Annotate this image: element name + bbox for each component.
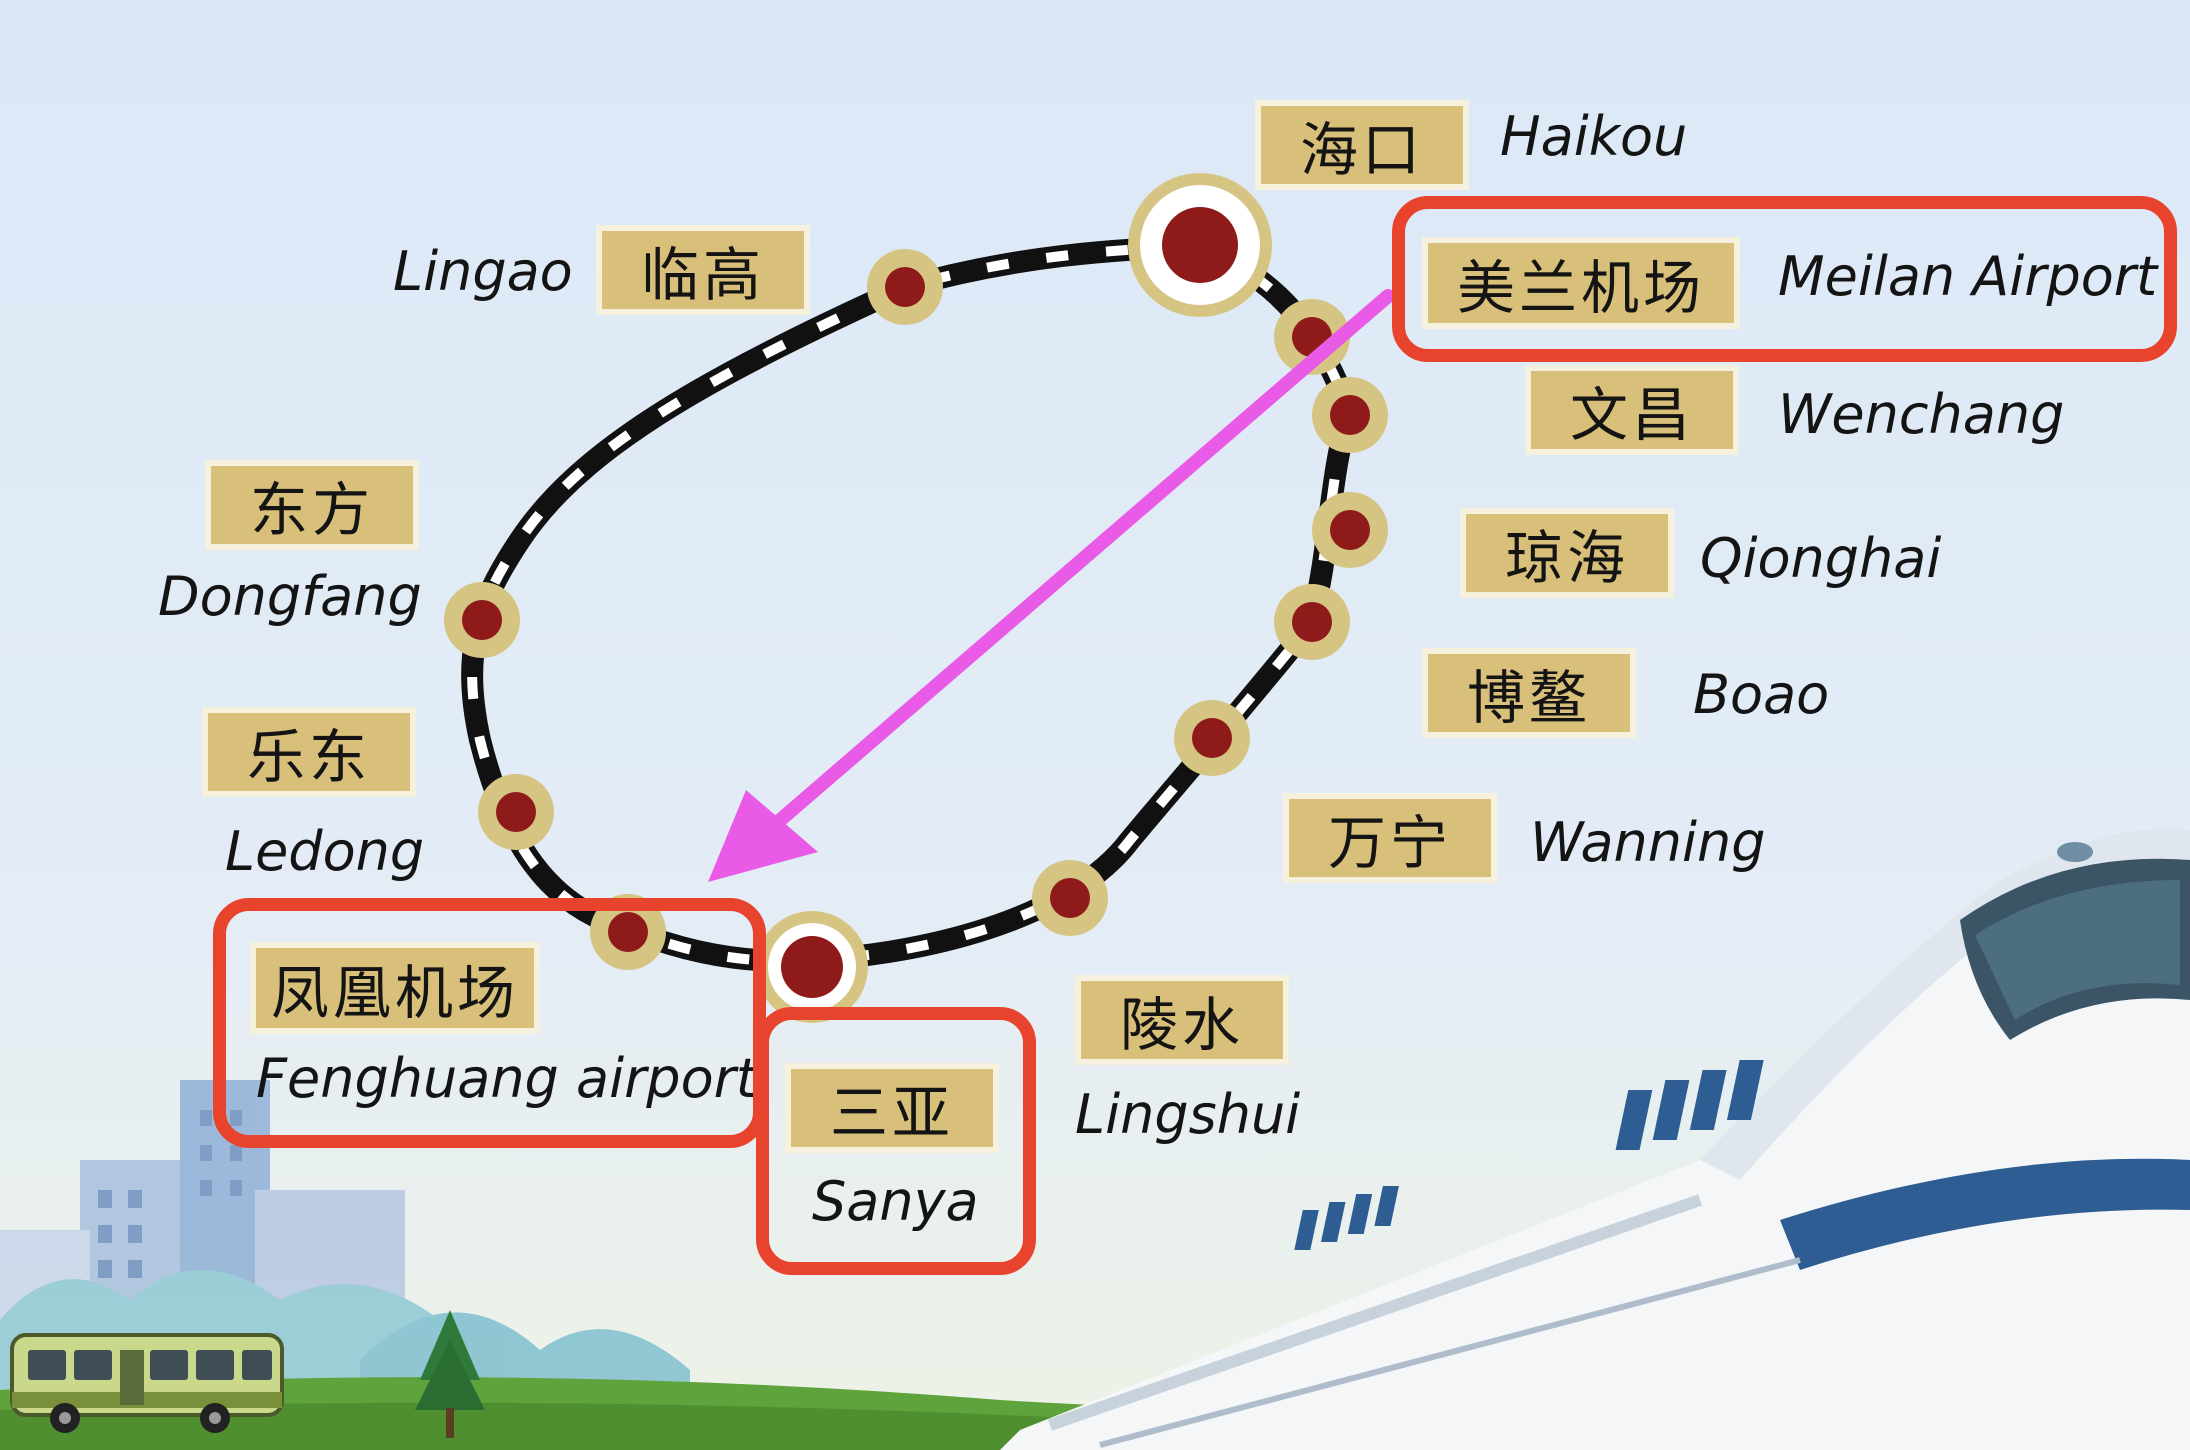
station-zh-fenghuang: 凤凰机场 <box>250 942 540 1034</box>
station-en-ledong: Ledong <box>225 820 425 883</box>
station-node-boao[interactable] <box>1274 584 1350 660</box>
station-en-fenghuang: Fenghuang airport <box>256 1047 757 1110</box>
station-en-wanning: Wanning <box>1530 811 1766 874</box>
station-zh-wenchang: 文昌 <box>1525 365 1739 455</box>
station-zh-lingao: 临高 <box>596 225 810 315</box>
train-illustration <box>1000 828 2190 1450</box>
station-en-haikou: Haikou <box>1500 105 1688 168</box>
station-en-boao: Boao <box>1693 663 1830 726</box>
station-en-meilan: Meilan Airport <box>1778 245 2158 308</box>
station-en-lingshui: Lingshui <box>1075 1083 1301 1146</box>
station-node-lingao[interactable] <box>867 249 943 325</box>
station-node-dongfang[interactable] <box>444 582 520 658</box>
station-en-sanya: Sanya <box>812 1170 979 1233</box>
station-en-qionghai: Qionghai <box>1700 527 1942 590</box>
station-node-qionghai[interactable] <box>1312 492 1388 568</box>
station-node-lingshui[interactable] <box>1032 860 1108 936</box>
station-zh-boao: 博鳌 <box>1422 648 1636 738</box>
station-en-dongfang: Dongfang <box>158 565 422 628</box>
station-node-ledong[interactable] <box>478 774 554 850</box>
station-node-wanning[interactable] <box>1174 700 1250 776</box>
station-en-wenchang: Wenchang <box>1778 383 2065 446</box>
station-zh-lingshui: 陵水 <box>1075 975 1289 1065</box>
highlight-meilan <box>1392 196 2177 362</box>
station-zh-qionghai: 琼海 <box>1460 508 1674 598</box>
station-zh-wanning: 万宁 <box>1283 793 1497 883</box>
route-arrow <box>708 289 1395 882</box>
station-zh-haikou: 海口 <box>1255 100 1469 190</box>
station-zh-sanya: 三亚 <box>785 1063 999 1153</box>
station-zh-dongfang: 东方 <box>205 460 419 550</box>
station-node-haikou[interactable] <box>1128 173 1272 317</box>
station-node-sanya[interactable] <box>756 911 868 1023</box>
tree-icon <box>415 1310 485 1438</box>
station-en-lingao: Lingao <box>393 240 573 303</box>
station-node-fenghuang[interactable] <box>590 894 666 970</box>
bus-icon <box>10 1333 284 1433</box>
highlight-sanya <box>756 1007 1036 1275</box>
highlight-fenghuang <box>213 898 766 1148</box>
station-zh-meilan: 美兰机场 <box>1422 237 1740 329</box>
station-zh-ledong: 乐东 <box>202 707 416 797</box>
station-node-wenchang[interactable] <box>1312 377 1388 453</box>
